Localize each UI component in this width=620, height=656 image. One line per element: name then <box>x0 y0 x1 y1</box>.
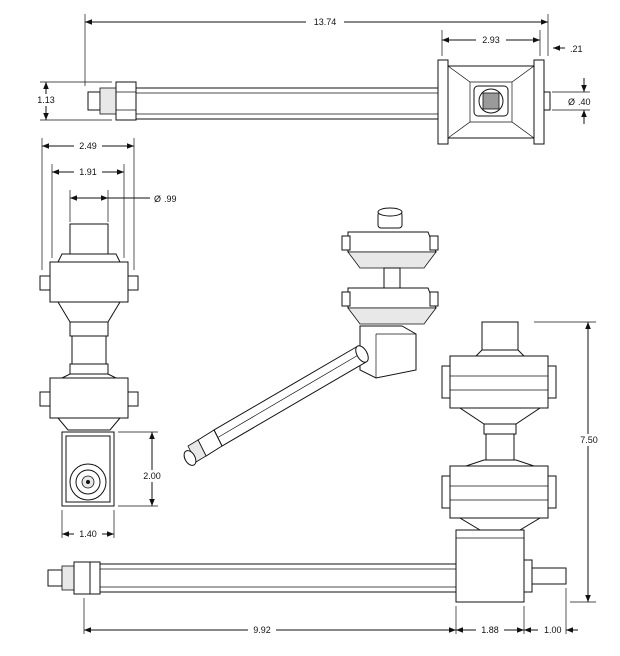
dim-top-height: 1.13 <box>37 95 55 105</box>
left-view: 2.49 1.91 Ø .99 <box>39 138 177 540</box>
dim-left-overall-width: 2.49 <box>79 141 97 151</box>
dim-bottom-tube-length: 9.92 <box>253 625 271 635</box>
dim-left-block-width: 1.40 <box>79 529 97 539</box>
dim-top-end-offset: .21 <box>570 44 583 54</box>
dim-left-block-height: 2.00 <box>143 471 161 481</box>
dim-top-pin-diameter-symbol: Ø <box>568 97 575 107</box>
dim-bottom-pin-length: 1.00 <box>544 625 562 635</box>
dim-right-overall-height: 7.50 <box>580 435 598 445</box>
bottom-view: 7.50 9.92 1.88 1.00 <box>47 321 602 636</box>
dim-left-tube-diameter-symbol: Ø <box>154 194 161 204</box>
dim-left-tube-diameter: .99 <box>164 194 177 204</box>
dim-left-body-width: 1.91 <box>79 167 97 177</box>
dim-top-overall-length: 13.74 <box>314 17 337 27</box>
isometric-view <box>183 207 439 466</box>
dim-top-flange-width: 2.93 <box>482 35 500 45</box>
dim-bottom-block-length: 1.88 <box>481 625 499 635</box>
dim-top-pin-diameter: .40 <box>578 97 591 107</box>
top-view: 13.74 2.93 .21 1.13 Ø .40 <box>34 14 591 145</box>
